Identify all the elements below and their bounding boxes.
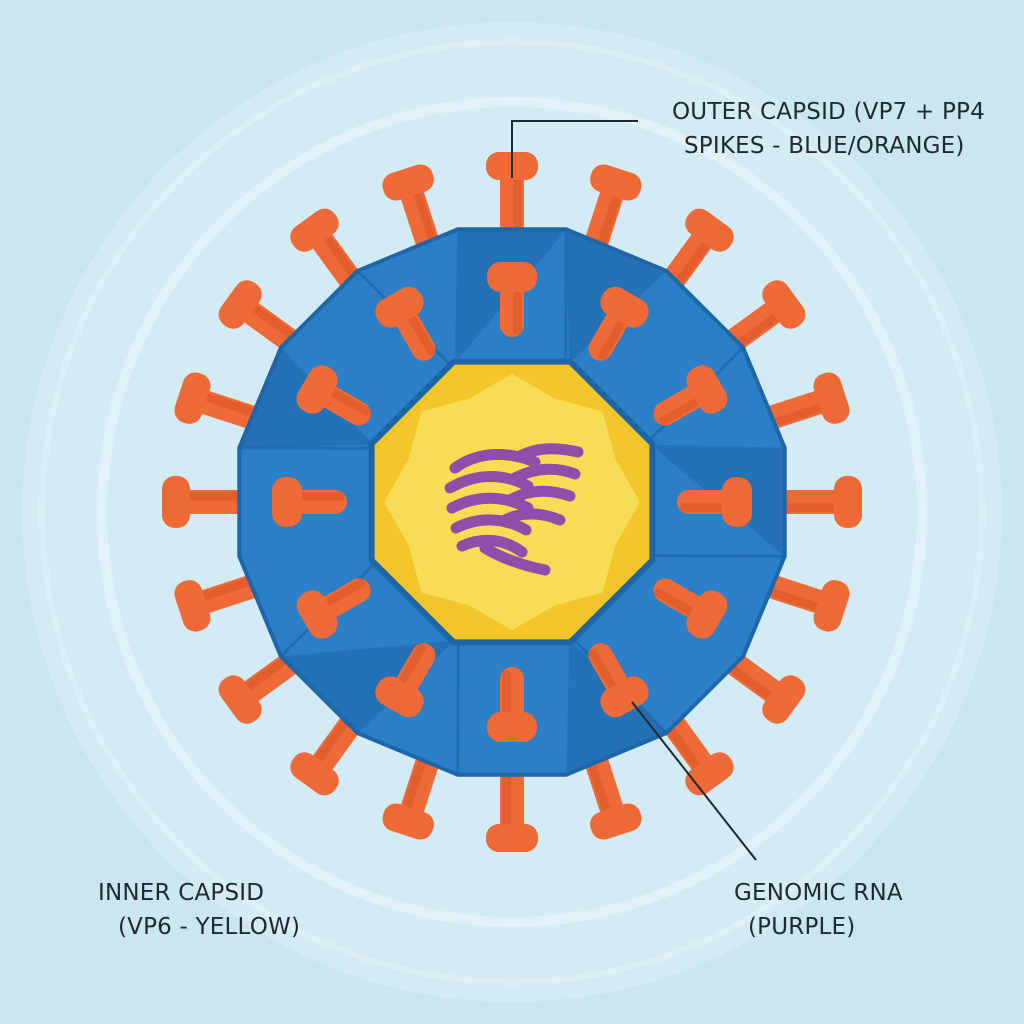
outer-spike-5-cap — [813, 372, 850, 424]
inner-capsid-label: INNER CAPSID (VP6 - YELLOW) — [98, 876, 300, 944]
capsid-spike-10 — [272, 477, 347, 527]
capsid-spike-10-stem-shade — [290, 492, 344, 501]
outer-spike-13-cap — [290, 752, 339, 796]
capsid-spike-8-cap — [375, 676, 424, 718]
outer-spike-4-cap — [762, 280, 806, 329]
outer-spike-17-cap — [174, 372, 211, 424]
capsid-spike-3-cap — [686, 365, 728, 414]
genomic-rna-leader-line — [631, 701, 757, 861]
outer-spike-10-cap — [590, 803, 642, 840]
outer-capsid-edge-1 — [564, 229, 568, 373]
genomic-rna-label: GENOMIC RNA (PURPLE) — [734, 876, 903, 944]
capsid-spike-11-stem-shade — [321, 383, 371, 416]
outer-capsid-label-line2: SPIKES - BLUE/ORANGE) — [684, 133, 965, 159]
genomic-rna-label-line2: (PURPLE) — [748, 914, 856, 940]
outer-spike-14-cap — [218, 675, 262, 724]
capsid-spike-4-stem-shade — [680, 503, 734, 512]
outer-spike-12-cap — [382, 803, 434, 840]
capsid-spike-12-cap — [375, 286, 424, 328]
capsid-spike-1 — [487, 262, 537, 337]
capsid-spike-7-stem-shade — [502, 670, 511, 724]
outer-capsid-leader-line — [511, 120, 638, 178]
rna-strand-9 — [499, 508, 566, 526]
capsid-spike-9-cap — [296, 590, 338, 639]
capsid-spike-9 — [296, 578, 371, 639]
outer-capsid-edge-7 — [239, 446, 383, 450]
capsid-spike-5-cap — [686, 590, 728, 639]
rna-strand-8 — [504, 485, 576, 506]
capsid-spike-10-cap — [272, 477, 302, 527]
capsid-spike-11 — [296, 365, 371, 426]
inner-capsid-label-line2: (VP6 - YELLOW) — [118, 914, 301, 940]
capsid-spike-11-cap — [296, 365, 338, 414]
rna-strand-5 — [456, 534, 528, 558]
capsid-spike-1-cap — [487, 262, 537, 292]
capsid-spike-9-stem-shade — [316, 578, 365, 611]
outer-capsid-edge-3 — [641, 554, 785, 558]
rna-strand-6 — [514, 443, 584, 462]
capsid-spike-7-cap — [487, 712, 537, 742]
outer-spike-7-cap — [813, 580, 850, 632]
capsid-spike-2-stem-shade — [598, 311, 631, 361]
genomic-rna-label-line1: GENOMIC RNA — [734, 880, 903, 906]
capsid-spike-2 — [588, 286, 649, 361]
rna-strand-1 — [449, 449, 541, 474]
capsid-spike-12-stem-shade — [403, 306, 436, 355]
rna-strand-7 — [509, 463, 581, 484]
outer-capsid-facet-16 — [454, 229, 567, 364]
capsid-spike-4 — [677, 477, 752, 527]
background-ring-middle — [97, 97, 927, 927]
capsid-spike-3 — [653, 365, 728, 426]
capsid-spike-3-stem-shade — [659, 393, 708, 426]
rna-strand-10 — [479, 542, 551, 576]
background-ring-thin — [39, 39, 985, 985]
rna-strand-4 — [450, 514, 532, 536]
outer-capsid-outline — [237, 227, 787, 777]
outer-capsid-label-line1: OUTER CAPSID (VP7 + PP4 — [672, 99, 985, 125]
inner-capsid-label-line1: INNER CAPSID — [98, 880, 265, 906]
outer-spike-15-cap — [174, 580, 211, 632]
outer-spike-20-cap — [382, 164, 434, 201]
genomic-rna-strands — [444, 443, 584, 576]
capsid-spike-1-stem-shade — [513, 280, 522, 334]
rna-strand-2 — [444, 471, 534, 494]
outer-spike-6-cap — [834, 476, 862, 528]
outer-capsid-label: OUTER CAPSID (VP7 + PP4 SPIKES - BLUE/OR… — [672, 95, 985, 163]
leader-lines — [511, 120, 757, 861]
outer-spike-2-cap — [590, 164, 642, 201]
rna-strand-3 — [446, 492, 534, 514]
outer-spike-16-cap — [162, 476, 190, 528]
outer-spike-3-cap — [685, 208, 734, 252]
capsid-spike-7 — [487, 667, 537, 742]
outer-spike-11-cap — [486, 824, 538, 852]
outer-spike-19-cap — [290, 208, 339, 252]
outer-capsid-edge-5 — [456, 631, 460, 775]
outer-spike-8-cap — [762, 675, 806, 724]
capsid-spike-5-stem-shade — [653, 588, 703, 621]
capsid-spike-2-cap — [600, 286, 649, 328]
capsid-spike-12 — [375, 286, 436, 361]
capsid-spike-5 — [653, 578, 728, 639]
capsid-spike-8-stem-shade — [393, 643, 426, 693]
outer-spike-18-cap — [218, 280, 262, 329]
capsid-surface-spikes — [272, 262, 752, 742]
capsid-spike-4-cap — [722, 477, 752, 527]
capsid-spike-6-stem-shade — [588, 649, 621, 698]
capsid-spike-8 — [375, 643, 436, 718]
